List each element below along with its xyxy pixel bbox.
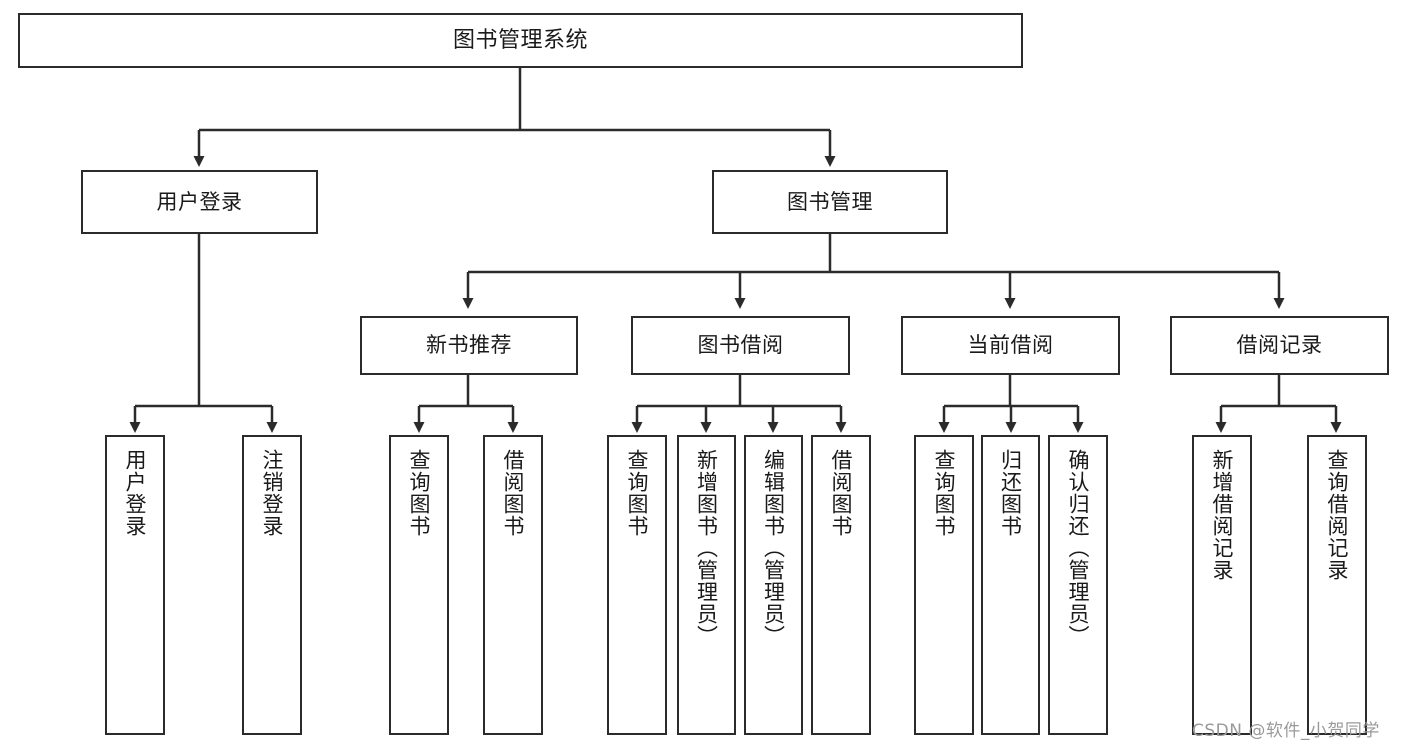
csdn-watermark: CSDN @软件_小贺同学 — [1192, 721, 1380, 741]
node-label: 确认归还（管理员） — [1066, 449, 1091, 647]
leaf-user-login-logout[interactable]: 注销登录 — [242, 435, 302, 735]
node-book-management[interactable]: 图书管理 — [712, 170, 948, 234]
leaf-borrow-add-book-admin[interactable]: 新增图书（管理员） — [677, 435, 736, 735]
node-label: 查询借阅记录 — [1325, 449, 1350, 581]
node-root-system[interactable]: 图书管理系统 — [18, 13, 1023, 68]
node-label: 查询图书 — [932, 449, 957, 537]
leaf-record-add-record[interactable]: 新增借阅记录 — [1192, 435, 1252, 735]
node-label: 新增借阅记录 — [1210, 449, 1235, 581]
node-label: 当前借阅 — [967, 333, 1054, 358]
leaf-record-query-record[interactable]: 查询借阅记录 — [1307, 435, 1367, 735]
leaf-current-return-book[interactable]: 归还图书 — [981, 435, 1040, 735]
node-user-login[interactable]: 用户登录 — [81, 170, 318, 234]
node-label: 借阅图书 — [829, 449, 854, 537]
leaf-recommend-borrow-book[interactable]: 借阅图书 — [483, 435, 543, 735]
node-label: 图书借阅 — [697, 333, 784, 358]
leaf-borrow-borrow-book[interactable]: 借阅图书 — [811, 435, 871, 735]
node-new-book-recommend[interactable]: 新书推荐 — [360, 316, 578, 375]
node-label: 查询图书 — [407, 449, 432, 537]
node-book-borrow[interactable]: 图书借阅 — [631, 316, 850, 375]
node-label: 图书管理 — [787, 189, 873, 214]
node-label: 借阅记录 — [1236, 333, 1323, 358]
node-label: 新书推荐 — [426, 333, 512, 358]
node-label: 用户登录 — [156, 189, 243, 214]
node-label: 查询图书 — [625, 449, 650, 537]
node-current-borrow[interactable]: 当前借阅 — [901, 316, 1120, 375]
node-borrow-record[interactable]: 借阅记录 — [1170, 316, 1389, 375]
node-label: 借阅图书 — [501, 449, 526, 537]
node-label: 用户登录 — [123, 449, 148, 537]
leaf-current-confirm-return-admin[interactable]: 确认归还（管理员） — [1048, 435, 1108, 735]
node-label: 新增图书（管理员） — [694, 449, 719, 647]
node-label: 归还图书 — [998, 449, 1023, 537]
node-label: 编辑图书（管理员） — [761, 449, 786, 647]
node-label: 图书管理系统 — [452, 27, 588, 53]
leaf-current-query-book[interactable]: 查询图书 — [914, 435, 974, 735]
node-label: 注销登录 — [260, 449, 285, 537]
leaf-borrow-query-book[interactable]: 查询图书 — [607, 435, 667, 735]
leaf-recommend-query-book[interactable]: 查询图书 — [389, 435, 449, 735]
leaf-borrow-edit-book-admin[interactable]: 编辑图书（管理员） — [744, 435, 803, 735]
leaf-user-login-login[interactable]: 用户登录 — [105, 435, 165, 735]
